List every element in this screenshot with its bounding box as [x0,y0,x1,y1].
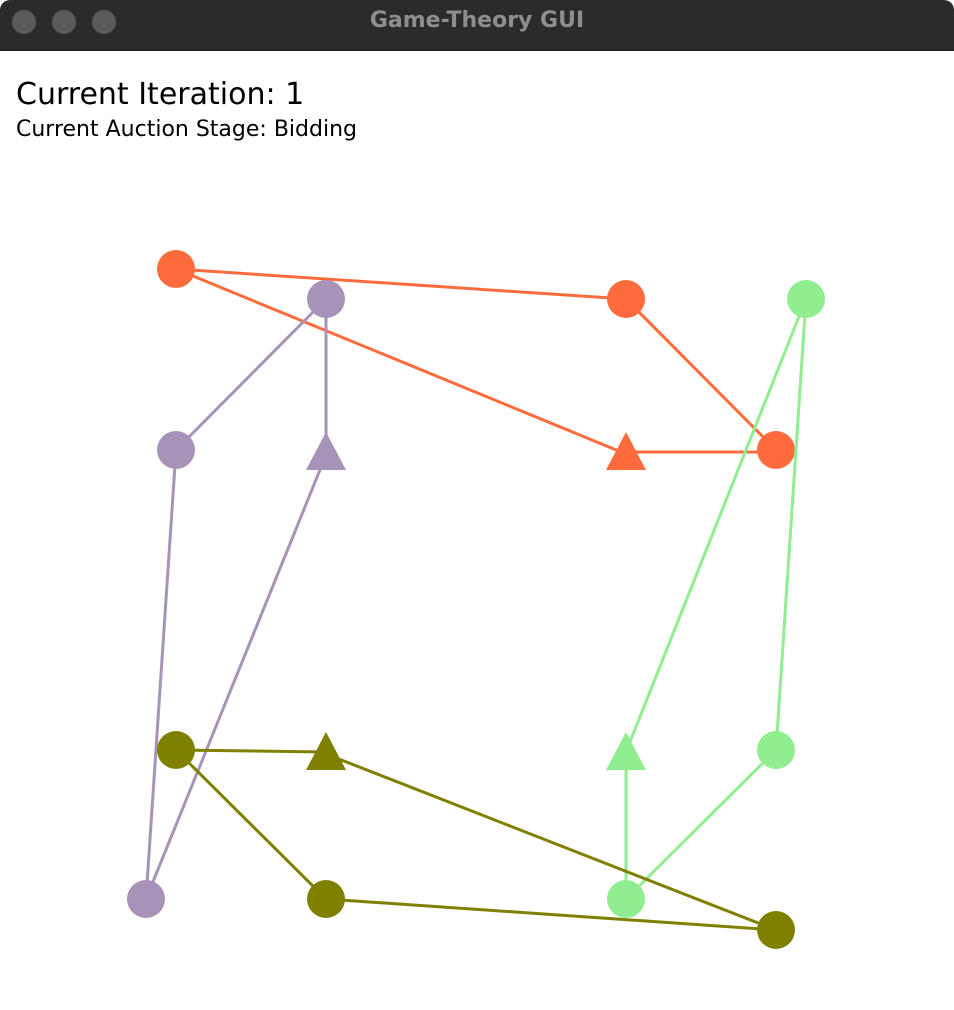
current-iteration-label: Current Iteration: 1 [16,77,305,112]
green-agent-node[interactable] [607,880,645,918]
title-bar: Game-Theory GUI [0,0,954,51]
purple-item-node[interactable] [306,432,346,470]
auction-stage-label: Current Auction Stage: Bidding [16,117,357,142]
orange-item-node[interactable] [606,432,646,470]
orange-agent-node[interactable] [757,431,795,469]
olive-agent-node[interactable] [757,911,795,949]
orange-edge [175,267,627,456]
green-edge [624,748,778,901]
olive-edge [174,748,328,901]
window-title: Game-Theory GUI [369,8,585,33]
orange-edge [175,267,627,301]
orange-agent-node[interactable] [157,250,195,288]
zoom-window-button[interactable] [92,10,116,34]
orange-edge [624,297,778,452]
canvas-area: Current Iteration: 1 Current Auction Sta… [0,51,954,1010]
orange-group [157,250,795,470]
green-edge [774,298,808,751]
olive-edge [325,897,777,932]
olive-edge [175,748,327,754]
green-agent-node[interactable] [757,731,795,769]
purple-agent-node[interactable] [157,431,195,469]
minimize-window-button[interactable] [52,10,76,34]
purple-edge [144,449,178,900]
green-item-node[interactable] [606,732,646,770]
orange-agent-node[interactable] [607,280,645,318]
olive-group [157,731,795,949]
purple-agent-node[interactable] [307,280,345,318]
close-window-button[interactable] [12,10,36,34]
purple-group [127,280,346,918]
olive-agent-node[interactable] [307,880,345,918]
olive-agent-node[interactable] [157,731,195,769]
green-group [606,280,825,918]
purple-agent-node[interactable] [127,880,165,918]
purple-edge [144,454,328,900]
olive-item-node[interactable] [306,732,346,770]
olive-edge [325,752,777,932]
green-edge [624,298,808,753]
green-agent-node[interactable] [787,280,825,318]
purple-edge [174,297,328,452]
